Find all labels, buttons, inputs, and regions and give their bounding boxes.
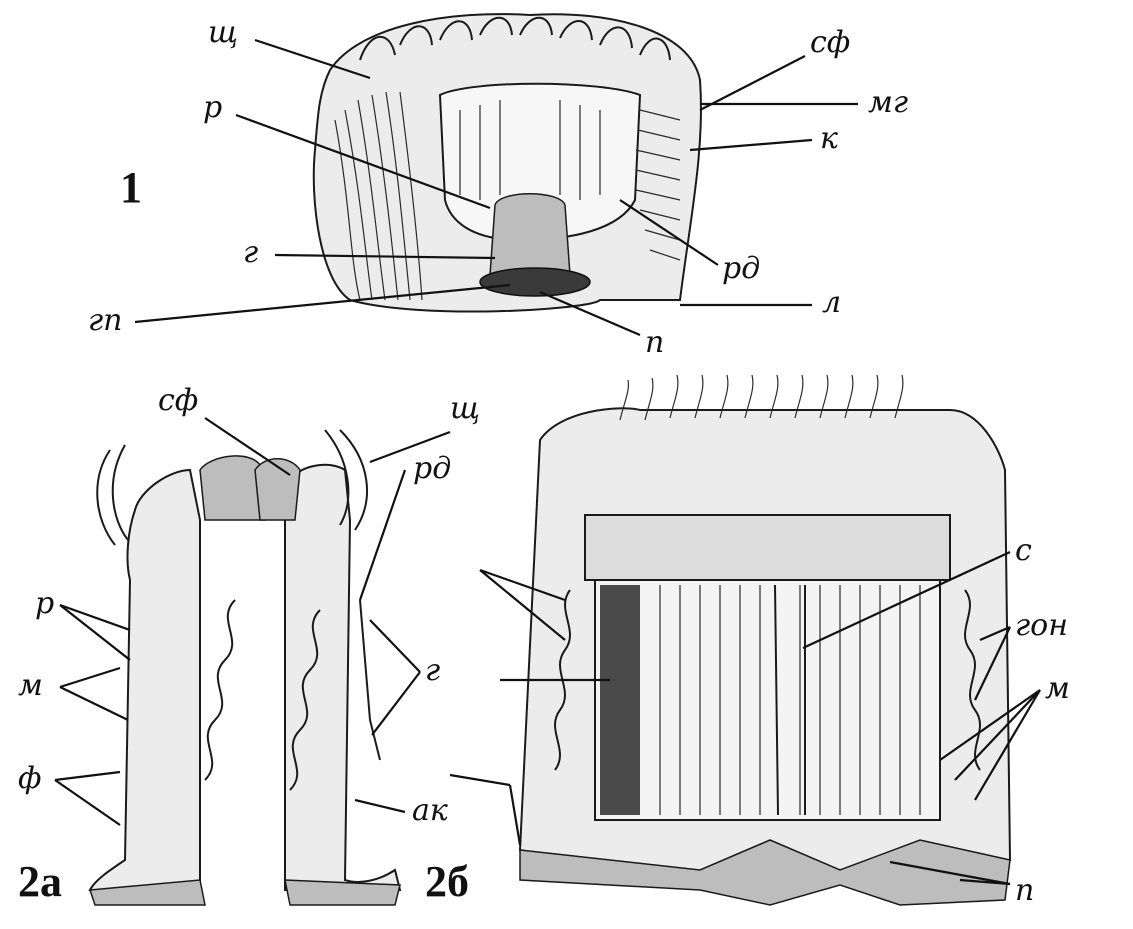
label-f: ф xyxy=(18,761,41,796)
panel-2b-drawing xyxy=(520,375,1010,905)
label-gon: гон xyxy=(1015,608,1068,643)
label-l: л xyxy=(822,285,841,320)
label-m-3: м xyxy=(1045,671,1070,706)
label-gp: гп xyxy=(88,303,122,338)
label-g-2: г xyxy=(425,653,440,688)
label-rd-1: рд xyxy=(722,251,760,286)
panel-label-2a: 2а xyxy=(18,857,62,906)
panel-2a-drawing xyxy=(90,430,400,905)
label-mg: мг xyxy=(868,85,908,120)
panel-label-2b: 2б xyxy=(425,857,469,906)
label-m-2: м xyxy=(18,668,43,703)
label-r-1: р xyxy=(203,90,222,125)
label-ak: ак xyxy=(412,793,448,828)
label-sf-2: сф xyxy=(158,383,198,418)
label-p-2: п xyxy=(1015,873,1034,908)
label-p-1: п xyxy=(645,325,664,360)
label-shch-1: щ xyxy=(208,15,238,50)
panel-1-drawing xyxy=(314,14,701,311)
label-rd-2: рд xyxy=(413,451,451,486)
panel-label-1: 1 xyxy=(120,163,142,212)
label-g-1: г xyxy=(243,235,258,270)
label-k: к xyxy=(820,121,838,156)
label-r-2: р xyxy=(35,586,54,621)
label-shch-2: щ xyxy=(450,391,480,426)
label-s: с xyxy=(1015,533,1032,568)
label-sf-1: сф xyxy=(810,25,850,60)
